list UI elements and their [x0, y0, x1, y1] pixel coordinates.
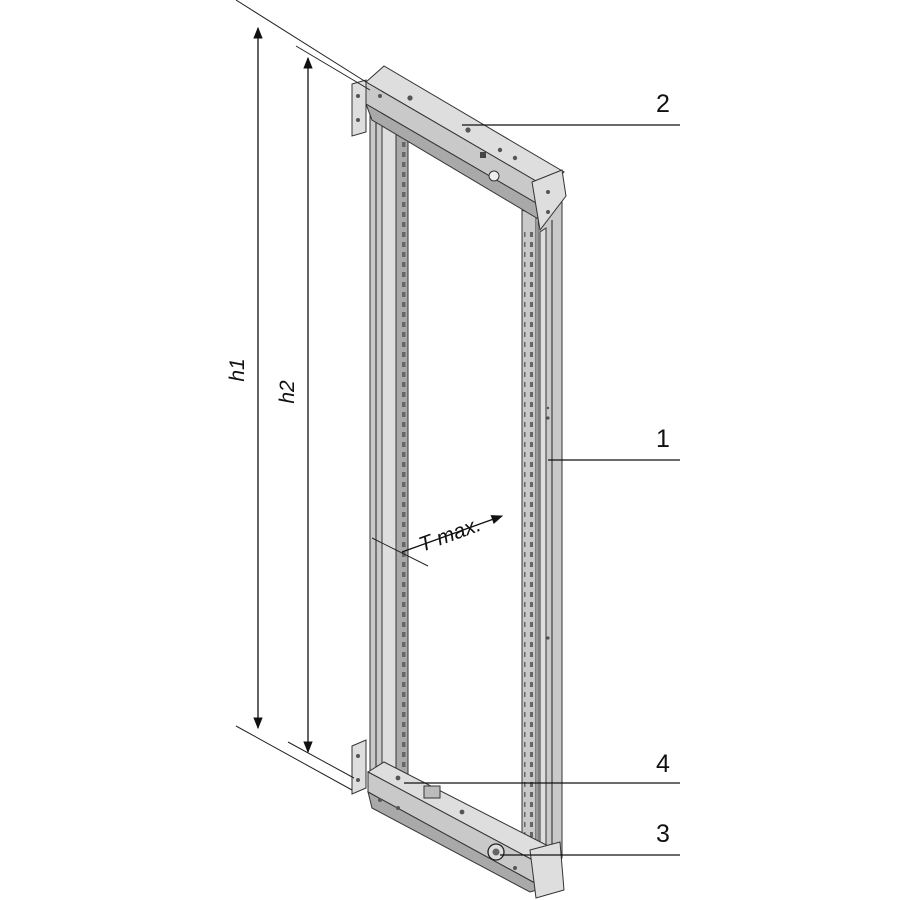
callout-4-label: 4: [656, 750, 670, 778]
bottom-crossmember: [351, 739, 565, 899]
right-upright-side: [537, 194, 563, 880]
callout-1-label: 1: [656, 425, 670, 453]
left-upright: [369, 107, 409, 791]
right-upright-front: [521, 209, 537, 871]
callout-2: 2: [462, 90, 680, 126]
dimension-h1: h1: [226, 0, 367, 791]
callout-1: 1: [548, 425, 680, 461]
callout-4: 4: [404, 750, 680, 784]
dimension-tmax-label: T max.: [416, 513, 484, 557]
callout-2-label: 2: [656, 90, 670, 118]
callout-3: 3: [500, 820, 680, 856]
callout-3-label: 3: [656, 820, 670, 848]
dimension-h1-label: h1: [226, 358, 249, 381]
dimension-h2: h2: [276, 45, 371, 779]
top-crossmember: [351, 65, 567, 232]
dimension-h2-label: h2: [276, 380, 299, 404]
